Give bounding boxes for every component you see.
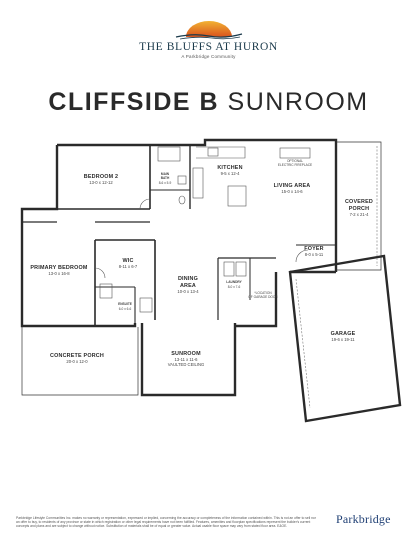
room-label-foyer: FOYER 8-0 x 5-11 bbox=[304, 246, 324, 257]
svg-text:BEDROOM 2: BEDROOM 2 bbox=[84, 174, 118, 180]
room-label-garage: GARAGE 19-6 x 19-11 bbox=[331, 331, 356, 342]
title-model: CLIFFSIDE B bbox=[48, 88, 220, 116]
svg-text:6-0 x 6-6: 6-0 x 6-6 bbox=[119, 307, 132, 311]
svg-text:7-2 x 21-4: 7-2 x 21-4 bbox=[350, 212, 370, 217]
svg-text:9-5 x 12-4: 9-5 x 12-4 bbox=[221, 171, 241, 176]
room-label-main-bath: MAIN BATH 8-6 x 5-9 bbox=[159, 172, 172, 185]
svg-text:AREA: AREA bbox=[180, 283, 196, 289]
svg-text:GARAGE: GARAGE bbox=[331, 331, 356, 337]
room-label-wic: WIC 8-11 x 6-7 bbox=[119, 258, 138, 269]
covered-porch-outline bbox=[336, 141, 382, 271]
room-label-living-area: LIVING AREA 15-0 x 14-6 bbox=[274, 183, 311, 194]
svg-text:BATH: BATH bbox=[161, 176, 170, 180]
svg-text:CONCRETE PORCH: CONCRETE PORCH bbox=[50, 353, 104, 359]
garage-door-note: *LOCATION OF GARAGE DOOR bbox=[248, 291, 278, 299]
door-swings bbox=[94, 198, 309, 279]
brand-logo: THE BLUFFS AT HURON A Parkbridge Communi… bbox=[0, 18, 417, 59]
room-label-primary-bedroom: PRIMARY BEDROOM 13-0 x 16-8 bbox=[30, 265, 88, 276]
room-label-sunroom: SUNROOM 13-11 x 11-6 VAULTED CEILING bbox=[168, 351, 205, 367]
brand-subtitle: A Parkbridge Community bbox=[181, 54, 236, 59]
svg-text:13-0 x 16-8: 13-0 x 16-8 bbox=[48, 271, 70, 276]
svg-text:VAULTED CEILING: VAULTED CEILING bbox=[168, 362, 205, 367]
svg-text:13-0 x 12-12: 13-0 x 12-12 bbox=[89, 180, 113, 185]
svg-text:10-0 x 13-4: 10-0 x 13-4 bbox=[177, 289, 199, 294]
kitchen-fixtures bbox=[192, 146, 311, 207]
svg-text:ENSUITE: ENSUITE bbox=[118, 302, 132, 306]
room-label-bedroom-2: BEDROOM 2 13-0 x 12-12 bbox=[84, 174, 118, 185]
svg-text:OF GARAGE DOOR: OF GARAGE DOOR bbox=[248, 295, 278, 299]
svg-text:8-6 x 5-9: 8-6 x 5-9 bbox=[159, 181, 172, 185]
page-title: CLIFFSIDE B SUNROOM bbox=[0, 88, 417, 117]
title-option: SUNROOM bbox=[227, 88, 369, 116]
svg-text:ELECTRIC FIREPLACE: ELECTRIC FIREPLACE bbox=[278, 163, 312, 167]
garage-block bbox=[288, 254, 402, 423]
interior-walls bbox=[22, 145, 336, 326]
brand-name: THE BLUFFS AT HURON bbox=[139, 41, 278, 53]
legal-disclaimer: Parkbridge Lifestyle Communities Inc. ma… bbox=[16, 516, 316, 529]
room-label-concrete-porch: CONCRETE PORCH 20-0 x 12-0 bbox=[50, 353, 104, 364]
svg-text:SUNROOM: SUNROOM bbox=[171, 351, 201, 357]
svg-text:LIVING AREA: LIVING AREA bbox=[274, 183, 311, 189]
concrete-porch-outline bbox=[21, 327, 139, 396]
svg-text:13-11 x 11-6: 13-11 x 11-6 bbox=[175, 357, 199, 362]
svg-text:OPTIONAL: OPTIONAL bbox=[287, 159, 303, 163]
room-label-laundry: LAUNDRY 8-0 x 7-6 bbox=[226, 280, 242, 289]
sunset-logo-icon bbox=[175, 21, 242, 40]
fireplace-note: OPTIONAL ELECTRIC FIREPLACE bbox=[278, 159, 312, 167]
room-label-ensuite: ENSUITE 6-0 x 6-6 bbox=[118, 302, 132, 311]
svg-text:*LOCATION: *LOCATION bbox=[254, 291, 272, 295]
svg-text:8-11 x 6-7: 8-11 x 6-7 bbox=[119, 264, 138, 269]
svg-text:COVERED: COVERED bbox=[345, 199, 373, 205]
room-label-kitchen: KITCHEN 9-5 x 12-4 bbox=[217, 165, 242, 176]
svg-text:20-0 x 12-0: 20-0 x 12-0 bbox=[66, 359, 88, 364]
svg-text:8-0 x 7-6: 8-0 x 7-6 bbox=[228, 285, 241, 289]
svg-text:PRIMARY BEDROOM: PRIMARY BEDROOM bbox=[30, 265, 88, 271]
svg-text:DINING: DINING bbox=[178, 276, 198, 282]
svg-text:PORCH: PORCH bbox=[349, 206, 369, 212]
svg-text:19-6 x 19-11: 19-6 x 19-11 bbox=[331, 337, 355, 342]
parkbridge-logo: Parkbridge bbox=[336, 512, 391, 526]
svg-text:MAIN: MAIN bbox=[161, 172, 170, 176]
svg-text:8-0 x 5-11: 8-0 x 5-11 bbox=[305, 252, 324, 257]
svg-text:LAUNDRY: LAUNDRY bbox=[226, 280, 242, 284]
svg-text:15-0 x 14-6: 15-0 x 14-6 bbox=[281, 189, 303, 194]
room-label-covered-porch: COVERED PORCH 7-2 x 21-4 bbox=[345, 199, 373, 217]
bath-fixtures bbox=[99, 146, 247, 313]
room-label-dining-area: DINING AREA 10-0 x 13-4 bbox=[177, 276, 199, 294]
svg-text:FOYER: FOYER bbox=[304, 246, 324, 252]
svg-text:KITCHEN: KITCHEN bbox=[217, 165, 242, 171]
svg-text:WIC: WIC bbox=[122, 258, 133, 264]
